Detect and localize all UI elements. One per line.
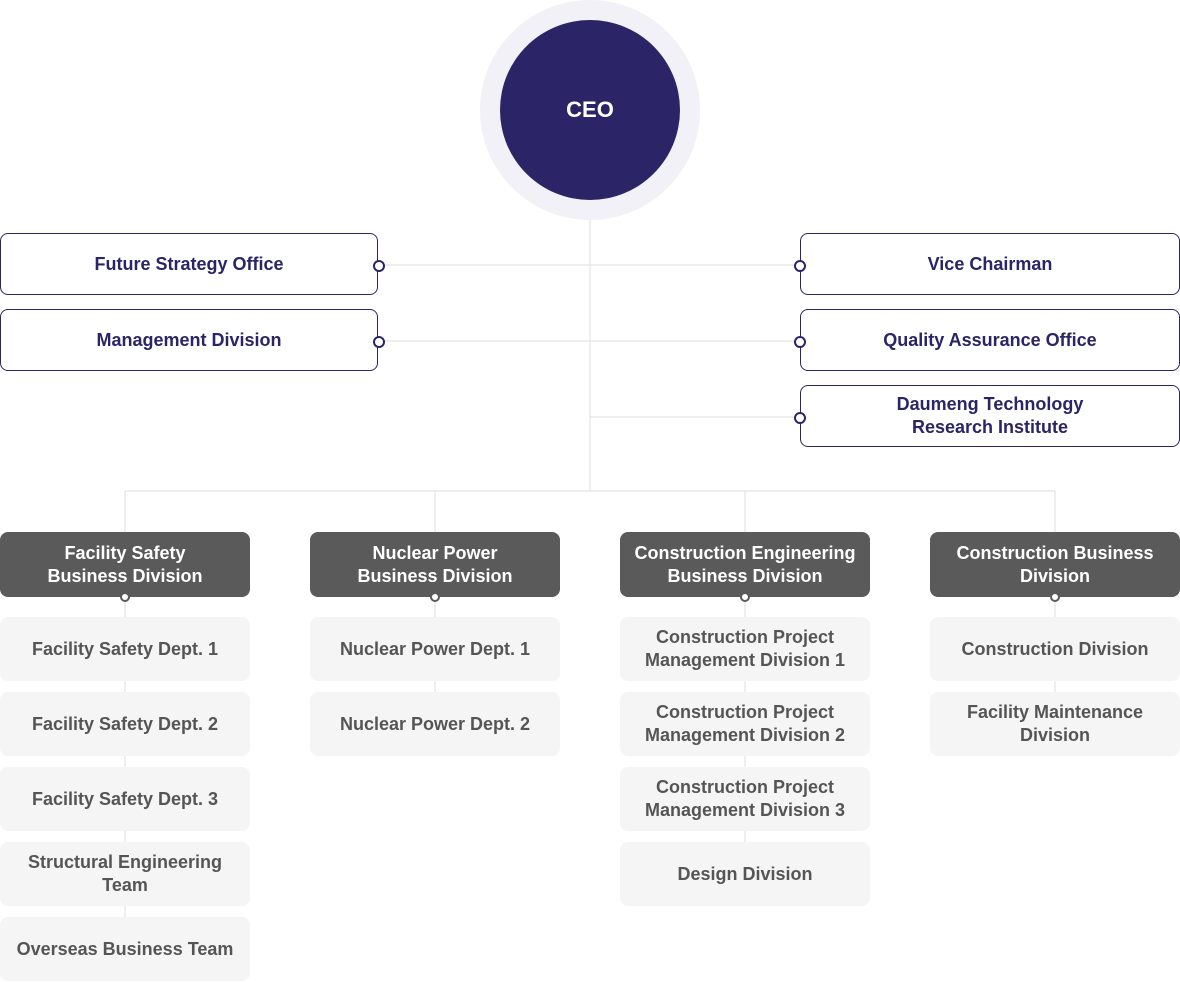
dept-box[interactable]: Facility Safety Dept. 3 [0, 767, 250, 831]
office-quality-assurance[interactable]: Quality Assurance Office [800, 309, 1180, 371]
dept-box[interactable]: Facility Safety Dept. 1 [0, 617, 250, 681]
dept-box[interactable]: Construction Project Management Division… [620, 692, 870, 756]
connector-dot [430, 592, 440, 602]
office-research-institute[interactable]: Daumeng Technology Research Institute [800, 385, 1180, 447]
office-label: Daumeng Technology Research Institute [896, 394, 1084, 437]
connector-dot [373, 336, 385, 348]
division-label: Construction Engineering Business Divisi… [634, 542, 856, 586]
connector-dot [794, 260, 806, 272]
dept-box[interactable]: Overseas Business Team [0, 917, 250, 981]
dept-label: Design Division [677, 863, 813, 884]
dept-label: Construction Division [961, 638, 1149, 659]
dept-box[interactable]: Nuclear Power Dept. 1 [310, 617, 560, 681]
office-future-strategy[interactable]: Future Strategy Office [0, 233, 378, 295]
dept-box[interactable]: Nuclear Power Dept. 2 [310, 692, 560, 756]
dept-box[interactable]: Facility Safety Dept. 2 [0, 692, 250, 756]
office-label: Future Strategy Office [94, 253, 284, 274]
dept-label: Facility Safety Dept. 3 [31, 788, 219, 809]
dept-label: Construction Project Management Division… [644, 777, 846, 820]
dept-box[interactable]: Design Division [620, 842, 870, 906]
division-label: Construction Business Division [956, 542, 1154, 586]
ceo-label: CEO [566, 97, 614, 122]
ceo-node[interactable]: CEO [500, 20, 680, 200]
dept-label: Overseas Business Team [16, 938, 234, 959]
connector-dot [740, 592, 750, 602]
division-nuclear-power[interactable]: Nuclear Power Business Division [310, 532, 560, 597]
division-construction-business[interactable]: Construction Business Division [930, 532, 1180, 597]
connector-dot [373, 260, 385, 272]
dept-label: Nuclear Power Dept. 1 [339, 638, 531, 659]
office-label: Quality Assurance Office [883, 329, 1097, 350]
dept-label: Facility Safety Dept. 2 [31, 713, 219, 734]
office-vice-chairman[interactable]: Vice Chairman [800, 233, 1180, 295]
dept-box[interactable]: Construction Division [930, 617, 1180, 681]
dept-label: Structural Engineering Team [27, 852, 223, 895]
dept-label: Facility Maintenance Division [966, 702, 1144, 745]
office-management-division[interactable]: Management Division [0, 309, 378, 371]
dept-label: Construction Project Management Division… [644, 627, 846, 670]
connector-dot [794, 412, 806, 424]
division-facility-safety[interactable]: Facility Safety Business Division [0, 532, 250, 597]
dept-box[interactable]: Structural Engineering Team [0, 842, 250, 906]
dept-box[interactable]: Construction Project Management Division… [620, 617, 870, 681]
dept-label: Nuclear Power Dept. 2 [339, 713, 531, 734]
connector-dot [120, 592, 130, 602]
dept-box[interactable]: Facility Maintenance Division [930, 692, 1180, 756]
division-construction-engineering[interactable]: Construction Engineering Business Divisi… [620, 532, 870, 597]
dept-box[interactable]: Construction Project Management Division… [620, 767, 870, 831]
connector-dot [794, 336, 806, 348]
connector-dot [1050, 592, 1060, 602]
office-label: Vice Chairman [927, 253, 1053, 274]
office-label: Management Division [96, 329, 282, 350]
division-label: Facility Safety Business Division [47, 542, 203, 586]
division-label: Nuclear Power Business Division [357, 542, 513, 586]
dept-label: Facility Safety Dept. 1 [31, 638, 219, 659]
dept-label: Construction Project Management Division… [644, 702, 846, 745]
